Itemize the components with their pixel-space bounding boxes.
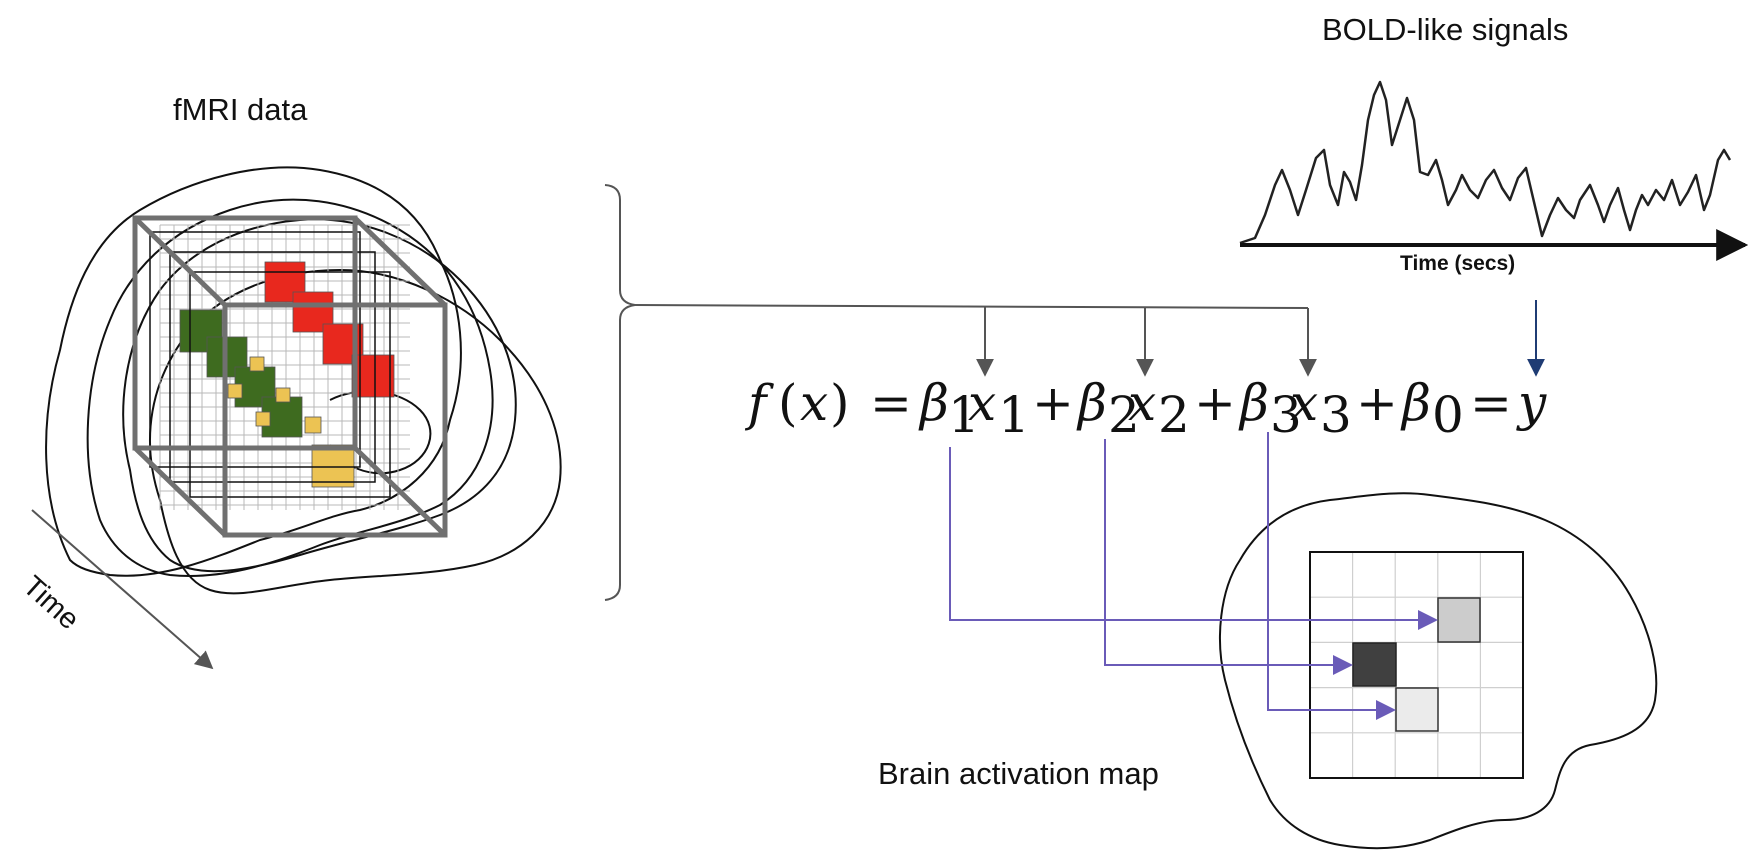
- eq-beta1-sub: 1: [948, 386, 980, 444]
- eq-x: x: [800, 374, 828, 432]
- eq-close-paren: ): [830, 374, 850, 432]
- activation-grid: [1310, 552, 1523, 778]
- eq-x3: x: [1290, 374, 1318, 432]
- eq-x1-sub: 1: [998, 386, 1030, 444]
- fmri-data-label: fMRI data: [173, 92, 308, 127]
- brace-to-coefficients-connector: [634, 304, 1317, 377]
- coefficient-to-map-arrows: [949, 432, 1438, 720]
- activation-brain-outline: [1219, 492, 1658, 850]
- colored-voxel: [275, 387, 291, 403]
- activation-voxel-beta3: [1395, 687, 1439, 732]
- eq-x3-sub: 3: [1320, 386, 1352, 444]
- glm-equation: f ( x ) = β 1 x 1 + β 2 x 2 + β 3 x 3 + …: [744, 374, 1547, 444]
- eq-y: y: [1516, 374, 1547, 432]
- bold-signal-plot: [1239, 80, 1749, 261]
- eq-equals-2: =: [1470, 374, 1512, 432]
- eq-beta3-sub: 3: [1270, 386, 1302, 444]
- eq-f: f: [744, 374, 774, 432]
- cube-back-face: [222, 302, 448, 538]
- inner-slice-1: [149, 231, 361, 468]
- grouping-brace: [604, 184, 636, 601]
- colored-voxel: [311, 444, 355, 488]
- eq-beta1: β: [918, 374, 949, 432]
- brain-activation-map-label: Brain activation map: [878, 756, 1159, 791]
- colored-voxels: [179, 261, 395, 488]
- eq-x2: x: [1128, 374, 1156, 432]
- inner-slice-2: [169, 251, 376, 483]
- eq-plus-1: +: [1032, 374, 1074, 432]
- activation-voxel-beta2: [1352, 642, 1397, 687]
- eq-beta2: β: [1076, 374, 1107, 432]
- eq-equals: =: [870, 374, 912, 432]
- eq-beta0: β: [1400, 374, 1431, 432]
- eq-beta3: β: [1238, 374, 1269, 432]
- colored-voxel: [351, 354, 395, 398]
- eq-beta0-sub: 0: [1432, 386, 1464, 444]
- bold-signals-label: BOLD-like signals: [1322, 12, 1569, 47]
- brain-outline-4: [149, 268, 562, 595]
- beta3-map-arrow: [1267, 432, 1396, 720]
- bold-signal-trace: [1239, 80, 1732, 245]
- time-arrow: [31, 509, 214, 670]
- data-cube: [132, 215, 448, 538]
- colored-voxel: [227, 383, 243, 399]
- colored-voxel: [249, 356, 265, 372]
- cube-front-face: [132, 215, 358, 451]
- inner-slice-3: [189, 271, 391, 498]
- time-axis-label: Time (secs): [1400, 252, 1516, 275]
- colored-voxel: [255, 411, 271, 427]
- eq-x2-sub: 2: [1158, 386, 1190, 444]
- eq-plus-2: +: [1194, 374, 1236, 432]
- activation-voxel-beta1: [1437, 597, 1481, 643]
- eq-beta2-sub: 2: [1108, 386, 1140, 444]
- eq-x1: x: [968, 374, 996, 432]
- eq-open-paren: (: [778, 374, 798, 432]
- beta1-map-arrow: [949, 447, 1438, 630]
- eq-plus-3: +: [1356, 374, 1398, 432]
- activation-brain: [1219, 492, 1658, 850]
- colored-voxel: [304, 416, 322, 434]
